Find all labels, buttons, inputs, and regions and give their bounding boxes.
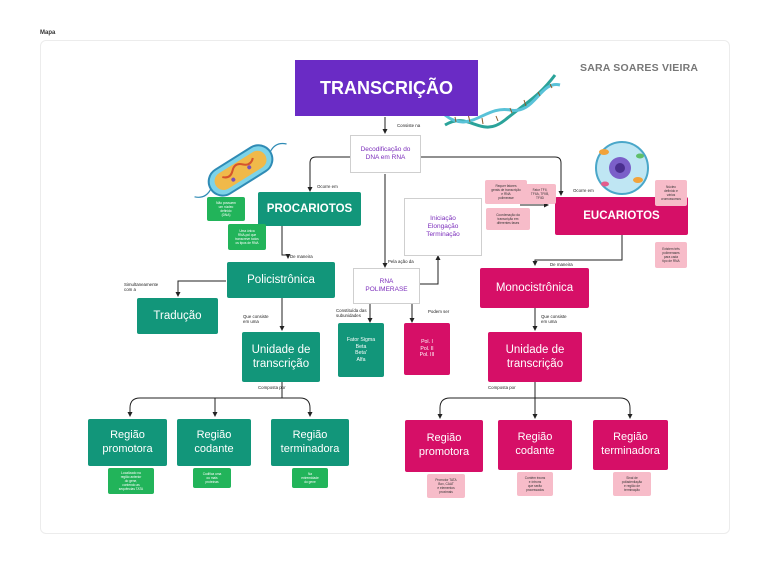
monocistronica-node[interactable]: Monocistrônica (480, 268, 589, 308)
note-right-terminadora: Sinal de poliadenilação e região de term… (613, 472, 651, 496)
edge-label-podem-ser: Podem ser (428, 309, 450, 314)
note-eucariotos-phases: Coordenação da transcrição em diferentes… (486, 208, 530, 230)
phases-node[interactable]: Iniciação Elongação Terminação (404, 198, 482, 256)
right-region-promotora[interactable]: Região promotora (405, 420, 483, 472)
edge-label-ocorre-em-right: Ocorre em (573, 188, 594, 193)
procariotos-node[interactable]: PROCARIOTOS (258, 192, 361, 226)
note-left-terminadora: Na extremidade do gene (292, 468, 328, 488)
left-unit-node[interactable]: Unidade de transcrição (242, 332, 320, 382)
edge-label-constituida: Constituída das subunidades (336, 308, 367, 319)
edge-label-composta-left: Composta por (258, 385, 286, 390)
note-right-codante: Contém éxons e íntrons que serão process… (517, 472, 553, 496)
left-region-promotora[interactable]: Região promotora (88, 419, 167, 466)
frame-label: Mapa (40, 30, 56, 36)
edge-label-que-consiste-right: Que consiste em uma (541, 314, 567, 325)
note-procariotos-nucleus: Não possuem um núcleo definido (DNA) (207, 197, 245, 221)
traducao-node[interactable]: Tradução (137, 298, 218, 334)
note-eucariotos-nucleus: Núcleo definido e vários cromossomos (655, 180, 687, 206)
note-eucariotos-polymerases: Existem três polimerases para cada tipo … (655, 242, 687, 268)
eukaryotic-cell-icon (595, 141, 649, 195)
rna-polymerase-node[interactable]: RNA POLIMERASE (353, 268, 420, 304)
bacterium-icon (194, 142, 287, 198)
subunits-node[interactable]: Fator Sigma Beta Beta' Alfa (338, 323, 384, 377)
edge-label-ocorre-em-left: Ocorre em (317, 184, 338, 189)
right-region-codante[interactable]: Região codante (498, 420, 572, 470)
edge-label-que-consiste-left: Que consiste em uma (243, 314, 269, 325)
title-node[interactable]: TRANSCRIÇÃO (295, 60, 478, 116)
edge-label-simultaneamente: Simultaneamente com a (124, 282, 159, 293)
note-eucariotos-tfii: Fator TFII, TFIIA, TFIIB, TFIID (524, 184, 556, 204)
definition-node[interactable]: Decodificação do DNA em RNA (350, 135, 421, 173)
author-name: SARA SOARES VIEIRA (580, 62, 699, 74)
polymerase-types-node[interactable]: Pol. I Pol. II Pol. III (404, 323, 450, 375)
note-procariotos-rnapol: Uma única RNA-pol que transcreve todos o… (228, 224, 266, 250)
edge-label-consiste-na: Consiste na (397, 123, 421, 128)
right-unit-node[interactable]: Unidade de transcrição (488, 332, 582, 382)
note-right-promotora: Promotor TATA Box, CAAT e elementos prox… (427, 474, 465, 498)
policistronica-node[interactable]: Policistrônica (227, 262, 335, 298)
edge-label-de-maneira-right: De maneira (550, 262, 573, 267)
edge-label-pela-acao: Pela ação da (388, 259, 414, 264)
edge-label-composta-right: Composta por (488, 385, 516, 390)
left-region-terminadora[interactable]: Região terminadora (271, 419, 349, 466)
edge-label-de-maneira-left: De maneira (290, 254, 313, 259)
left-region-codante[interactable]: Região codante (177, 419, 251, 466)
note-eucariotos-factors: Requer fatores gerais de transcrição e R… (485, 180, 527, 204)
note-left-codante: Codifica uma ou mais proteínas (193, 468, 231, 488)
note-left-promotora: Localizado na região anterior do gene, c… (108, 468, 154, 494)
right-region-terminadora[interactable]: Região terminadora (593, 420, 668, 470)
